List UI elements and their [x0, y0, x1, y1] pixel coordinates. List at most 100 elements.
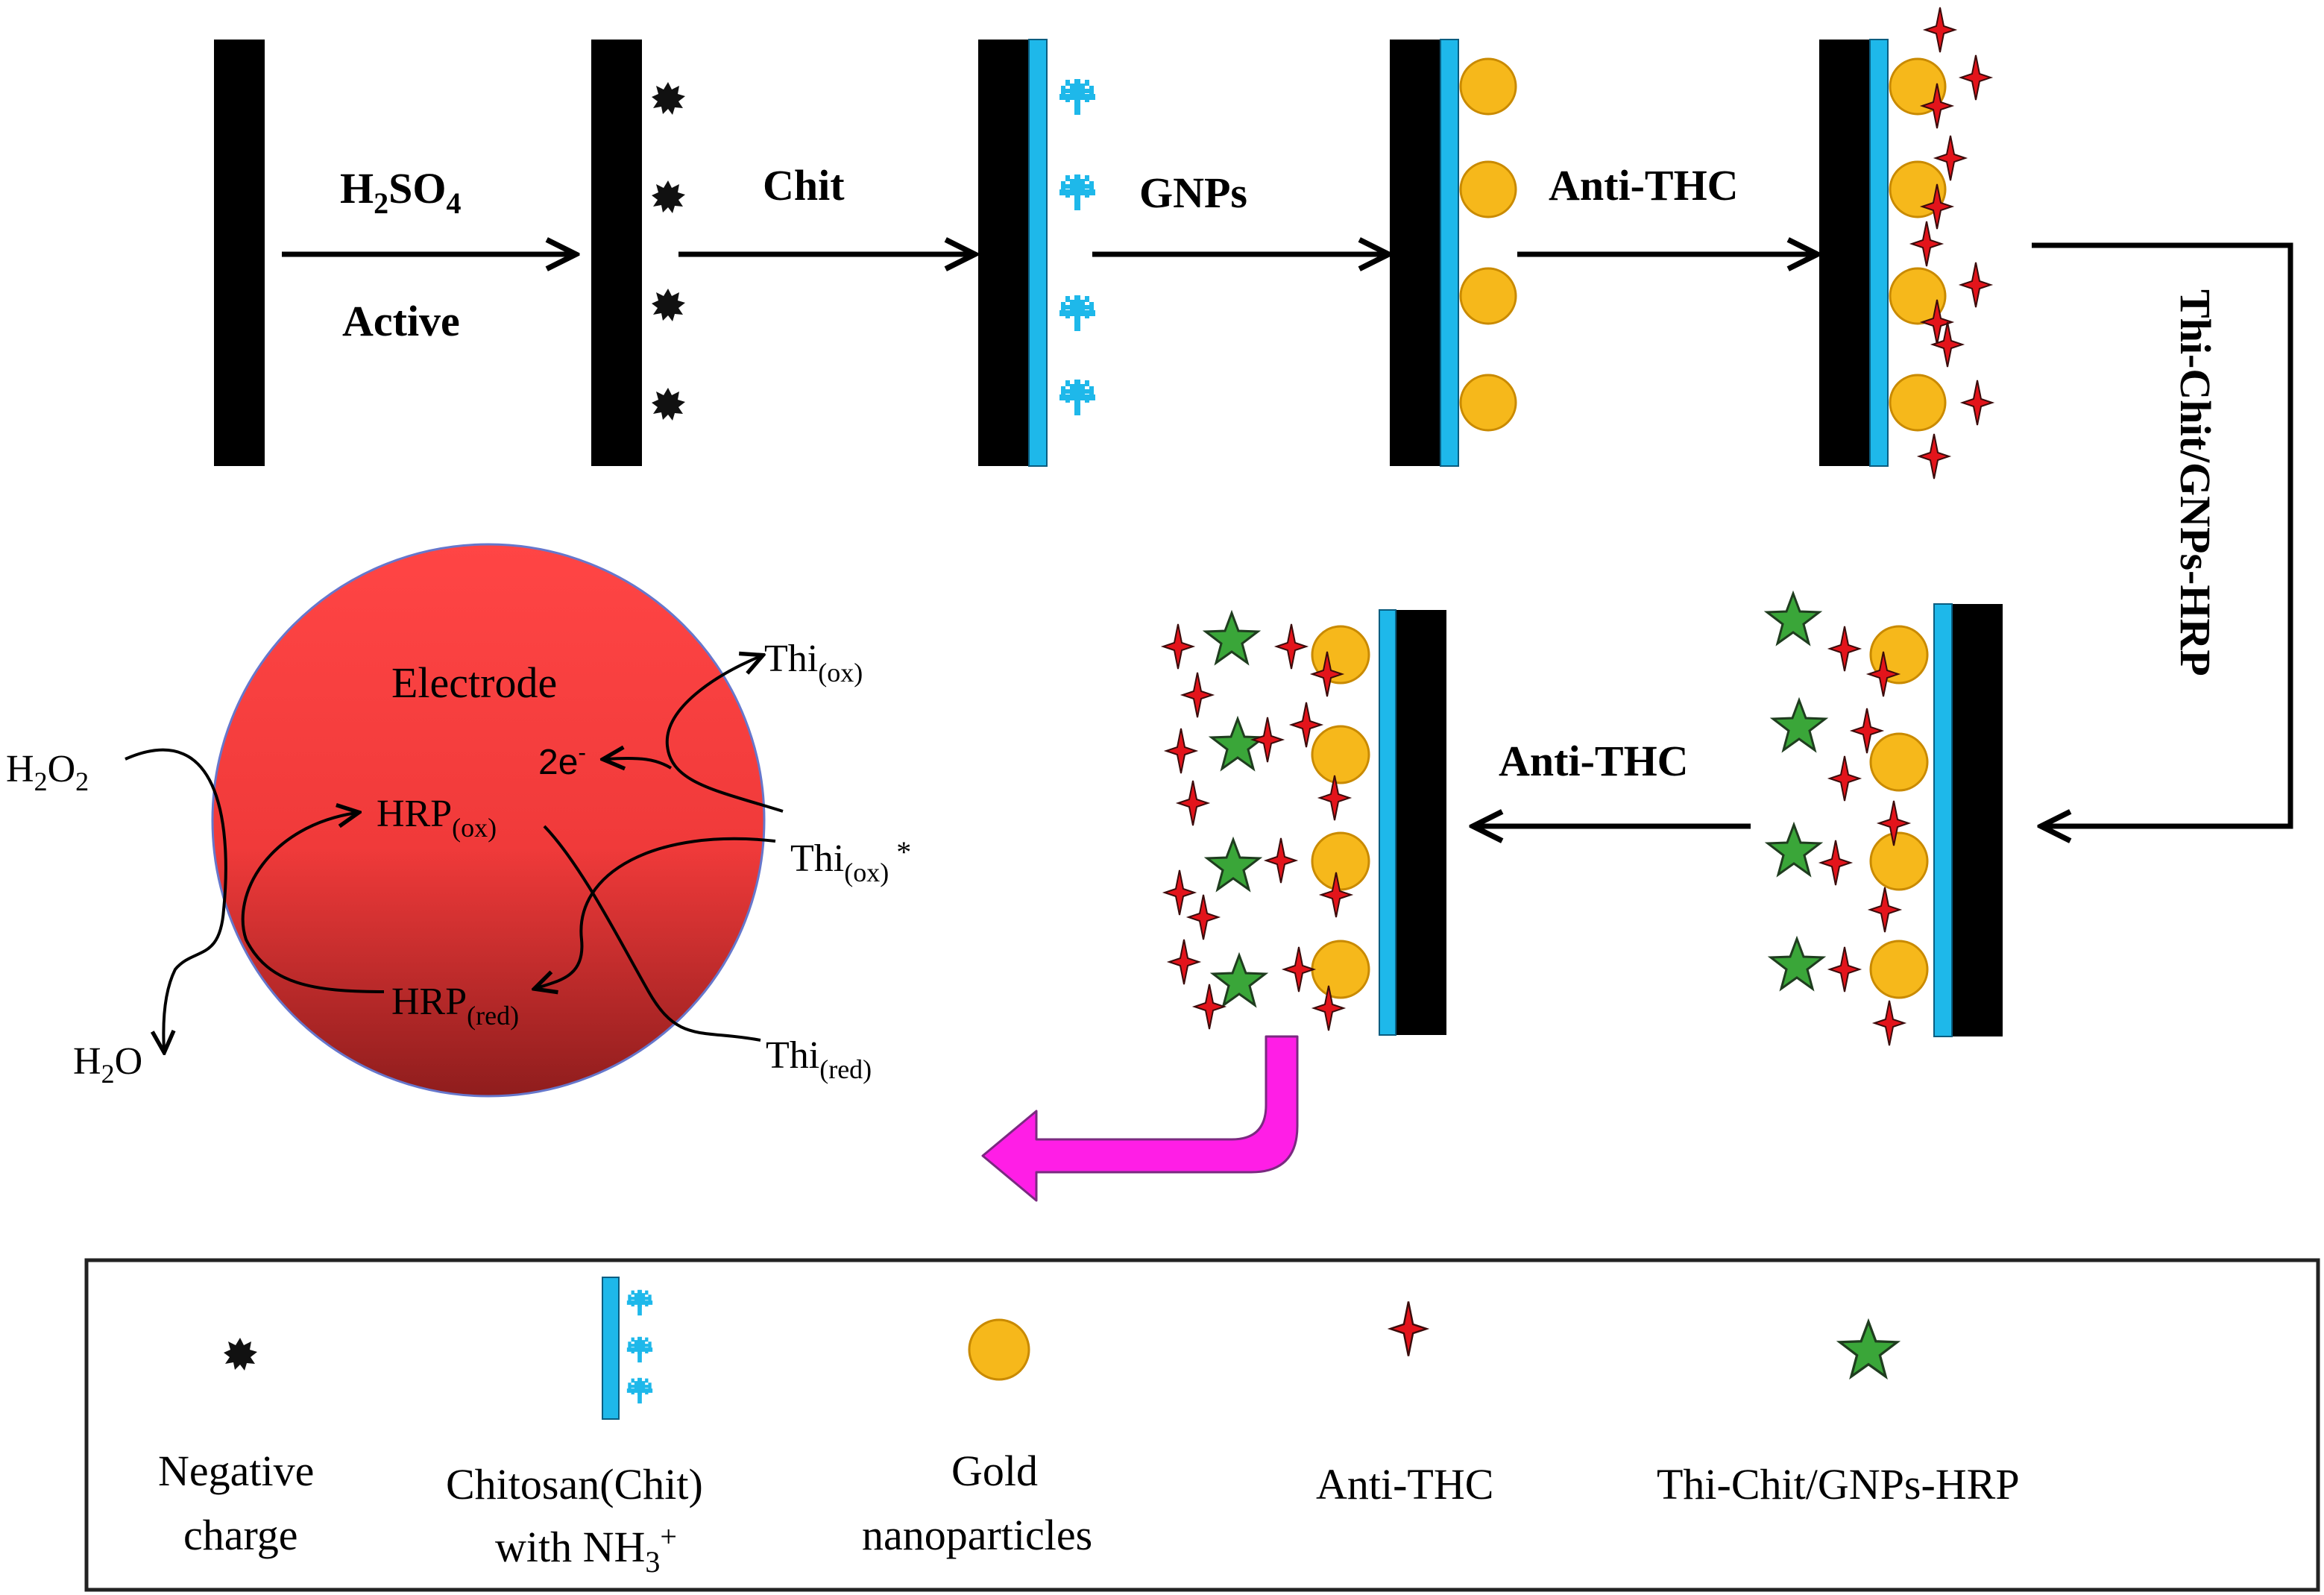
gold-nanoparticle	[1869, 831, 1929, 891]
anti-thc-icon	[1962, 380, 1993, 426]
anti-thc-icon	[1960, 262, 1991, 308]
electrode-sphere	[211, 543, 766, 1098]
chitosan-nh3-icon	[1059, 295, 1095, 331]
hrp-red-label: HRP(red)	[391, 981, 519, 1031]
anti-thc-icon	[1165, 728, 1197, 774]
gnps-electrode	[1390, 40, 1440, 466]
chitosan-layer	[1933, 603, 1953, 1037]
gnps-label: GNPs	[1139, 169, 1247, 217]
gold-nanoparticle	[1459, 57, 1517, 116]
thi-chit-hrp-star	[1204, 611, 1259, 664]
thi-chit-vertical-label: Thi-Chit/GNPs-HRP	[2171, 289, 2220, 676]
thi-chit-hrp-star	[1766, 592, 1821, 645]
gold-nanoparticle	[1889, 57, 1947, 116]
gold-nanoparticle	[1459, 374, 1517, 432]
anti-thc-icon	[1194, 984, 1225, 1030]
gold-nanoparticle	[1311, 725, 1370, 784]
anti-thc-label-bottom: Anti-THC	[1499, 737, 1689, 785]
thi-ox-label: Thi(ox)	[764, 638, 863, 688]
chitosan-layer	[1028, 39, 1048, 467]
anti-thc-electrode	[1819, 40, 1870, 466]
gold-nanoparticle	[1889, 374, 1947, 432]
hrp-ox-to-thi-red-curve	[543, 825, 761, 1042]
anti-thc-icon	[1869, 887, 1901, 933]
chit-label: Chit	[763, 161, 845, 210]
thi-chit-hrp-star	[1772, 699, 1827, 752]
anti-thc-icon	[1164, 869, 1195, 916]
electron-transfer-curve	[605, 758, 673, 768]
chitosan-layer	[1379, 609, 1396, 1036]
thi-chit-hrp-star	[1210, 717, 1265, 770]
active-label: Active	[342, 297, 460, 345]
anti-thc-icon	[1252, 717, 1283, 763]
negative-charge-icon	[652, 82, 685, 115]
anti-thc-icon	[1874, 1000, 1905, 1046]
anti-thc-icon	[1168, 939, 1200, 985]
legend-chitosan-line2: with NH3+	[495, 1520, 677, 1579]
thi-chit-hrp-star	[1766, 823, 1821, 876]
two-electron-label: 2e-	[538, 739, 586, 782]
anti-thc-icon	[1177, 780, 1209, 826]
chitosan-nh3-icon	[1059, 174, 1095, 210]
anti-thc-icon	[1283, 946, 1314, 992]
h2so4-label: H2SO4	[340, 164, 462, 220]
gold-nanoparticle	[1889, 267, 1947, 325]
h2o2-to-h2o-curve	[125, 748, 227, 1050]
h2o2-label: H2O2	[6, 748, 89, 796]
legend-negative-charge-line1: Negative	[158, 1447, 314, 1495]
anti-thc-icon	[1162, 623, 1194, 670]
legend-thi-chit-hrp: Thi-Chit/GNPs-HRP	[1657, 1460, 2020, 1509]
legend-gold-line2: nanoparticles	[862, 1511, 1092, 1559]
legend-chitosan-line1: Chitosan(Chit)	[446, 1460, 703, 1509]
legend-anti-thc: Anti-THC	[1316, 1460, 1493, 1509]
anti-thc-icon	[1820, 840, 1851, 886]
thi-ox-star-label: Thi(ox) *	[790, 835, 911, 887]
sandwich-electrode	[1396, 610, 1446, 1035]
negative-charge-icon	[652, 388, 685, 421]
activated-electrode	[591, 40, 642, 466]
legend-gold-line1: Gold	[951, 1447, 1038, 1495]
anti-thc-icon	[1960, 54, 1991, 101]
thi-ox-star-to-thi-ox-curve	[665, 656, 784, 813]
anti-thc-icon	[1829, 755, 1860, 802]
bare-electrode	[214, 40, 265, 466]
legend-negative-charge-line2: charge	[183, 1511, 298, 1559]
chitosan-layer	[1440, 39, 1459, 467]
gold-nanoparticle	[1311, 940, 1370, 999]
negative-charge-icon	[652, 180, 685, 213]
anti-thc-icon	[1182, 672, 1213, 718]
gold-nanoparticle	[1869, 732, 1929, 792]
thi-ox-star-to-hrp-red-curve	[537, 837, 776, 988]
anti-thc-icon	[1918, 433, 1950, 479]
anti-thc-icon	[1265, 837, 1297, 884]
connector-arrow	[2032, 242, 2293, 826]
chitosan-layer	[1869, 39, 1889, 467]
anti-thc-icon	[1924, 7, 1956, 53]
legend-box	[84, 1258, 2320, 1592]
chitosan-nh3-icon	[1059, 79, 1095, 115]
magenta-bent-arrow	[981, 1035, 1299, 1202]
thi-chit-hrp-star	[1206, 838, 1261, 891]
gold-nanoparticle	[1869, 940, 1929, 999]
gold-nanoparticle	[1459, 267, 1517, 325]
anti-thc-label-top: Anti-THC	[1549, 161, 1739, 210]
anti-thc-icon	[1829, 626, 1860, 672]
negative-charge-icon	[652, 289, 685, 321]
thi-red-label: Thi(red)	[766, 1034, 872, 1084]
anti-thc-icon	[1276, 623, 1307, 670]
anti-thc-icon	[1188, 894, 1219, 940]
thi-chit-hrp-star	[1212, 954, 1267, 1007]
gold-nanoparticle	[1459, 160, 1517, 218]
gold-nanoparticle	[968, 1318, 1030, 1381]
thi-chit-hrp-star	[1769, 937, 1824, 990]
chitosan-electrode	[978, 40, 1029, 466]
electrode-label: Electrode	[391, 658, 557, 707]
hrp-red-to-hrp-ox-curve	[241, 813, 385, 993]
gold-nanoparticle	[1311, 831, 1370, 891]
chitosan-legend-bar	[602, 1277, 620, 1420]
labeled-electrode-right	[1952, 604, 2003, 1036]
chitosan-nh3-icon	[1059, 380, 1095, 415]
anti-thc-icon	[1829, 946, 1860, 992]
h2o-label: H2O	[73, 1040, 142, 1089]
